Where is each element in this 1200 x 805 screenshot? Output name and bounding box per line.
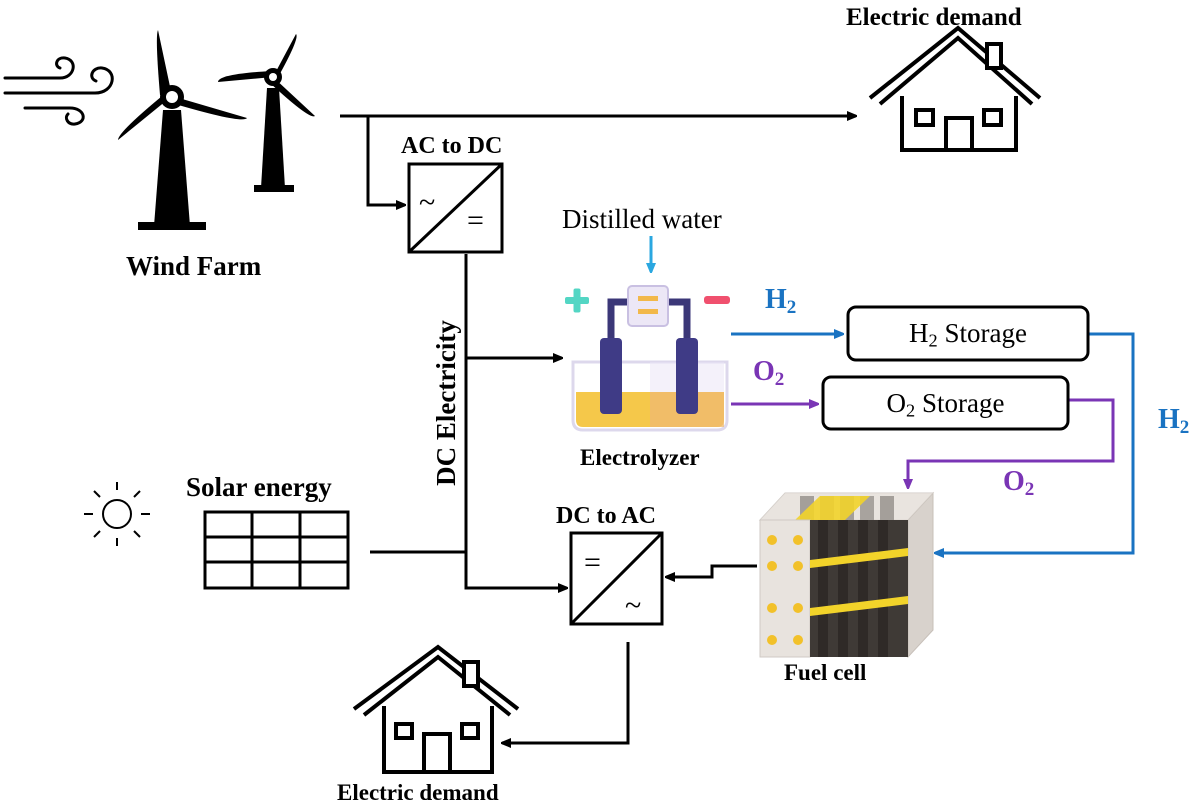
- dc-symbol: =: [467, 204, 484, 237]
- o2-storage-label: O2 Storage: [886, 388, 1005, 421]
- electrolyzer-icon: [565, 285, 730, 432]
- o2-storage-box: [821, 375, 1070, 431]
- house-icon: [868, 25, 1042, 152]
- h2-label: H2: [765, 284, 797, 318]
- electric-demand-label-bottom: Electric demand: [337, 780, 499, 805]
- wind-turbine-icon: [118, 30, 247, 230]
- house-icon: [352, 644, 520, 774]
- wind-turbine-icon: [218, 34, 315, 192]
- o2-label: O2: [753, 356, 785, 390]
- converter-icon: [407, 162, 504, 254]
- plus-icon: [565, 288, 589, 313]
- solar-panel-icon: [203, 510, 350, 590]
- wind-icon: [3, 56, 114, 126]
- ac-to-dc-label: AC to DC: [401, 133, 503, 159]
- fuel-cell-icon: [758, 491, 935, 659]
- o2-to-fuelcell-arrow: [908, 398, 1115, 488]
- h2-storage-label: H2 Storage: [909, 318, 1027, 351]
- wind-farm-label: Wind Farm: [126, 251, 262, 281]
- wind-to-rectifier-arrow: [366, 116, 405, 205]
- ac-symbol-inverter: ~: [625, 589, 642, 622]
- dc-to-ac-label: DC to AC: [556, 503, 656, 529]
- minus-icon: [704, 296, 730, 304]
- dc-electricity-label: DC Electricity: [431, 320, 461, 486]
- inverter-to-demand-arrow: [502, 642, 630, 743]
- bus-to-inverter-arrow: [464, 552, 567, 588]
- sun-icon: [84, 482, 150, 546]
- dc-symbol-inverter: =: [584, 546, 601, 579]
- h2-to-fuelcell-arrow: [935, 332, 1135, 553]
- o2-label-lower: O2: [1003, 466, 1035, 500]
- h2-label-right: H2: [1158, 404, 1190, 438]
- fuelcell-to-inverter-arrow: [666, 564, 757, 577]
- power-flow-lines: [340, 116, 856, 743]
- electric-demand-label-top: Electric demand: [846, 4, 1022, 31]
- distilled-water-label: Distilled water: [562, 204, 722, 234]
- h2-storage-box: [846, 305, 1090, 362]
- electrolyzer-label: Electrolyzer: [580, 445, 700, 470]
- converter-icon: [569, 531, 664, 626]
- ac-symbol: ~: [419, 186, 436, 219]
- fuel-cell-label: Fuel cell: [784, 660, 867, 685]
- solar-energy-label: Solar energy: [186, 472, 332, 502]
